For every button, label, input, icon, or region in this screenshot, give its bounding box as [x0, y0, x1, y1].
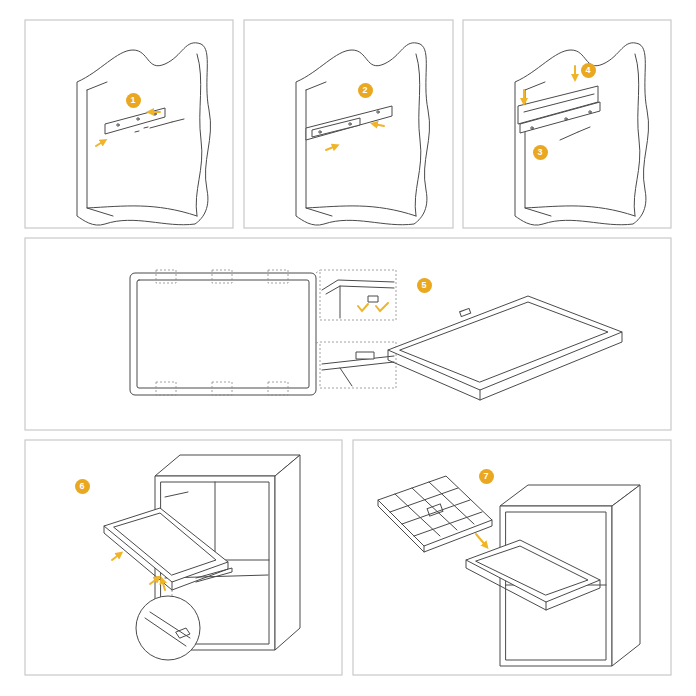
step-three-drawing — [515, 43, 649, 225]
step-number: 6 — [79, 482, 84, 491]
step-number: 5 — [421, 281, 426, 290]
callout-number: 1 — [126, 93, 141, 108]
step-number: 2 — [362, 86, 367, 95]
callout-number: 2 — [358, 83, 373, 98]
callout-number: 5 — [417, 278, 432, 293]
step-six-drawing — [104, 455, 300, 660]
step-number: 7 — [483, 472, 488, 481]
callout-number: 3 — [533, 145, 548, 160]
panel-frames — [25, 20, 671, 675]
step-five-drawing — [130, 270, 622, 400]
step-number: 4 — [585, 66, 590, 75]
callout-number: 7 — [479, 469, 494, 484]
step-number: 3 — [537, 148, 542, 157]
step-two-drawing — [296, 43, 430, 225]
step-number: 1 — [130, 96, 135, 105]
step-one-drawing — [77, 43, 211, 225]
callout-number: 6 — [75, 479, 90, 494]
callout-number: 4 — [581, 63, 596, 78]
step-seven-drawing — [378, 476, 640, 666]
